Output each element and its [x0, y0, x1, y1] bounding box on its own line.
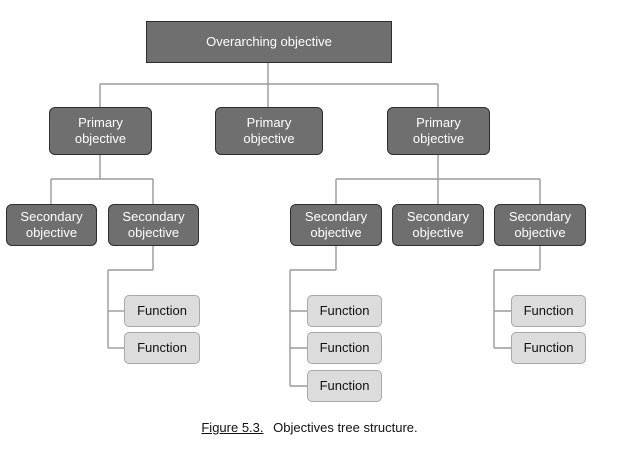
function-node: Function — [511, 295, 586, 327]
primary-objective-node: Primary objective — [215, 107, 323, 155]
secondary-objective-node: Secondary objective — [6, 204, 97, 246]
secondary-objective-node: Secondary objective — [108, 204, 199, 246]
function-node: Function — [511, 332, 586, 364]
primary-objective-node: Primary objective — [49, 107, 152, 155]
function-node: Function — [124, 332, 200, 364]
figure-caption: Figure 5.3. Objectives tree structure. — [0, 420, 619, 435]
secondary-objective-node: Secondary objective — [392, 204, 484, 246]
function-node: Function — [307, 295, 382, 327]
primary-objective-node: Primary objective — [387, 107, 490, 155]
function-node: Function — [124, 295, 200, 327]
figure-caption-text: Objectives tree structure. — [273, 420, 418, 435]
secondary-objective-node: Secondary objective — [290, 204, 382, 246]
function-node: Function — [307, 332, 382, 364]
secondary-objective-node: Secondary objective — [494, 204, 586, 246]
overarching-objective-node: Overarching objective — [146, 21, 392, 63]
function-node: Function — [307, 370, 382, 402]
figure-number: Figure 5.3. — [201, 420, 264, 435]
